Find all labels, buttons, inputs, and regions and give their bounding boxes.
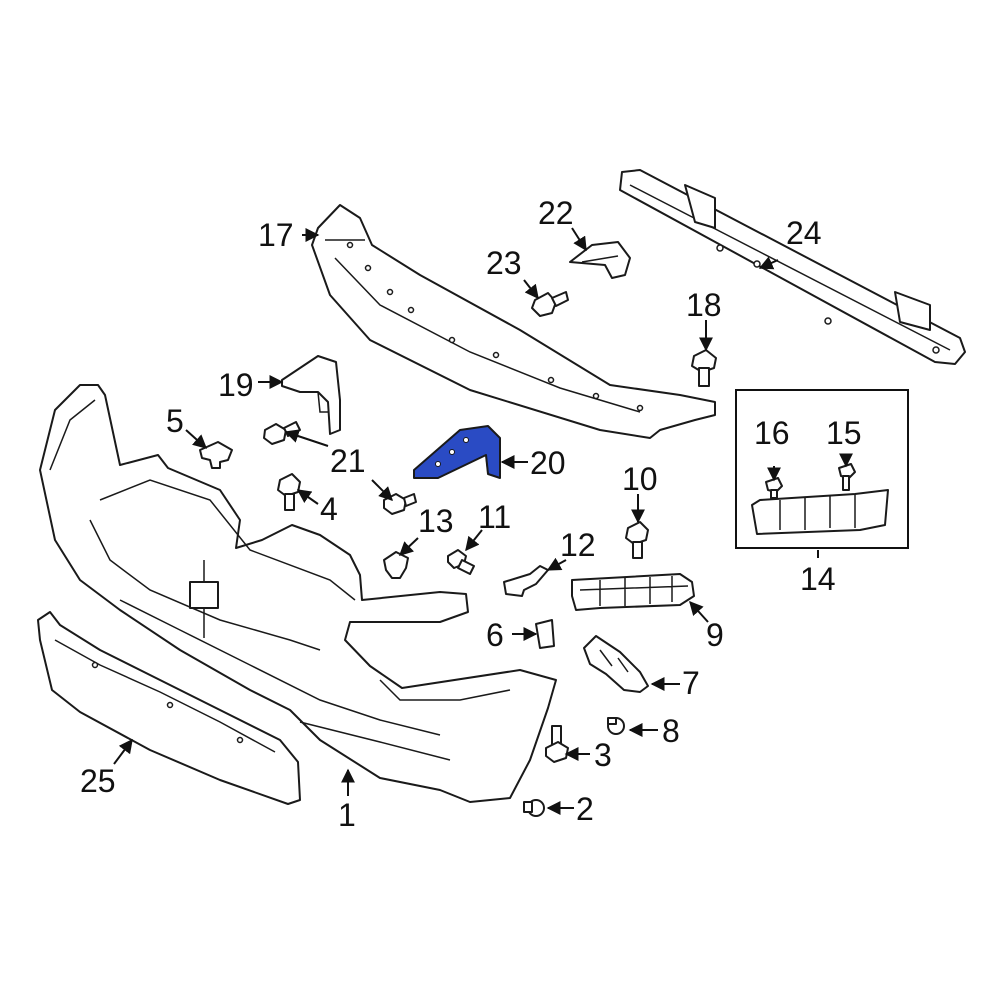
callout-labels: 17 22 23 24 18 19 5 21 20 4 13 11 10 12 … [80,195,862,833]
leader-lines [113,227,853,815]
callout-15: 15 [826,415,862,451]
part-6-clip[interactable] [535,619,555,649]
callout-25: 25 [80,763,116,799]
callout-4: 4 [320,491,338,527]
part-5-clip[interactable] [199,441,233,469]
part-14-assembly-box[interactable] [735,389,909,549]
part-20-highlighted-bracket[interactable] [413,425,501,479]
callout-3: 3 [594,737,612,773]
part-18-bolt[interactable] [691,349,717,387]
callout-7: 7 [682,665,700,701]
callout-16: 16 [754,415,790,451]
part-12-bracket[interactable] [503,565,549,597]
callout-1: 1 [338,797,356,833]
part-2-screw[interactable] [523,799,545,817]
callout-23: 23 [486,245,522,281]
callout-13: 13 [418,503,454,539]
callout-9: 9 [706,617,724,653]
part-7-fog-lamp-bezel[interactable] [583,635,649,693]
callout-6: 6 [486,617,504,653]
part-9-side-bracket[interactable] [571,573,695,611]
callout-2: 2 [576,791,594,827]
callout-22: 22 [538,195,574,231]
callout-18: 18 [686,287,722,323]
part-16-clip[interactable] [765,477,783,499]
part-22-bracket[interactable] [569,241,631,279]
callout-8: 8 [662,713,680,749]
part-4-bolt[interactable] [277,473,301,511]
callout-12: 12 [560,527,596,563]
callout-24: 24 [786,215,822,251]
callout-20: 20 [530,445,566,481]
part-11-bolt[interactable] [447,549,475,575]
part-1-bumper-cover[interactable] [39,384,557,803]
part-13-push-clip[interactable] [383,551,409,579]
part-8-screw[interactable] [607,717,625,735]
part-21-bolt[interactable] [263,421,301,445]
callout-5: 5 [166,403,184,439]
callout-10: 10 [622,461,658,497]
callout-14: 14 [800,561,836,597]
part-19-bracket[interactable] [281,355,341,435]
part-25-lower-absorber[interactable] [37,611,301,805]
part-17-upper-retainer[interactable] [311,204,716,439]
callout-17: 17 [258,217,294,253]
part-10-bolt[interactable] [625,521,649,559]
callout-11: 11 [478,499,511,535]
part-15-clip[interactable] [838,463,856,491]
part-24-reinforcement-bar[interactable] [619,169,966,365]
part-3-bolt[interactable] [545,725,569,763]
callout-21: 21 [330,443,366,479]
callout-19: 19 [218,367,254,403]
